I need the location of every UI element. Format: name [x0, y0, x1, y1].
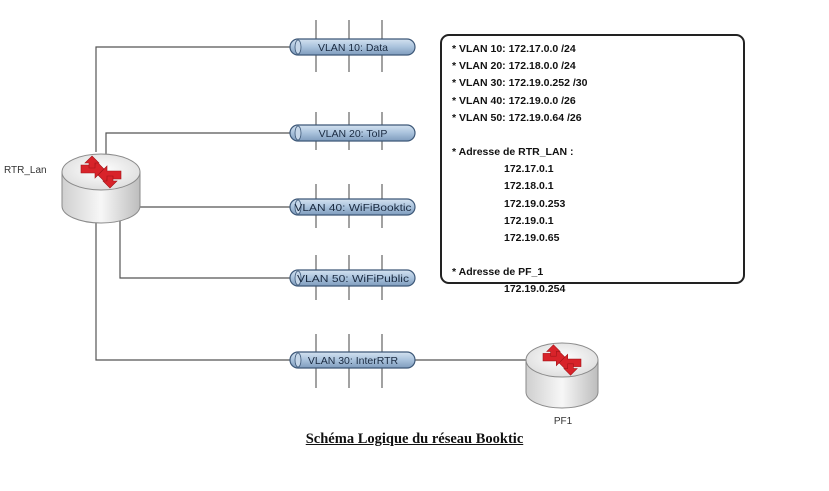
rtr-address: 172.19.0.65: [504, 232, 560, 245]
vlan-bus-20: VLAN 20: ToIP: [289, 124, 416, 142]
subnet-line: * VLAN 50: 172.19.0.64 /26: [452, 111, 582, 124]
rtr-address: 172.18.0.1: [504, 180, 554, 193]
rtr-address: 172.19.0.1: [504, 214, 554, 227]
link-vlan50: [119, 215, 290, 279]
pf-address-header: * Adresse de PF_1: [452, 266, 544, 279]
rtr-address-header: * Adresse de RTR_LAN :: [452, 146, 574, 159]
vlan-bus-40: VLAN 40: WiFiBooktic: [289, 198, 416, 216]
addressing-info-box: * VLAN 10: 172.17.0.0 /24 * VLAN 20: 172…: [440, 34, 745, 295]
vlan-bus-50: VLAN 50: WiFiPublic: [289, 269, 416, 287]
diagram-title: Schéma Logique du réseau Booktic: [305, 431, 524, 447]
subnet-line: * VLAN 40: 172.19.0.0 /26: [452, 94, 576, 107]
vlan-bus-10: VLAN 10: Data: [289, 38, 416, 56]
vlan-label: VLAN 10: Data: [318, 42, 388, 54]
router-pf1: PF1: [525, 342, 599, 427]
router-label-rtr-lan: RTR_Lan: [4, 165, 47, 176]
link-vlan30: [95, 222, 290, 361]
link-vlan10: [95, 46, 290, 152]
subnet-line: * VLAN 20: 172.18.0.0 /24: [452, 60, 576, 73]
vlan-label: VLAN 50: WiFiPublic: [297, 273, 409, 285]
vlan-label: VLAN 40: WiFiBooktic: [295, 202, 412, 214]
rtr-address: 172.17.0.1: [504, 163, 554, 176]
router-label-pf1: PF1: [554, 416, 573, 427]
pf-address: 172.19.0.254: [504, 283, 566, 296]
link-vlan20: [105, 132, 290, 162]
subnet-line: * VLAN 10: 172.17.0.0 /24: [452, 43, 576, 55]
rtr-address: 172.19.0.253: [504, 197, 566, 210]
vlan-label: VLAN 30: InterRTR: [308, 355, 399, 367]
vlan-bus-30: VLAN 30: InterRTR: [289, 351, 416, 369]
router-rtr-lan: RTR_Lan: [4, 153, 141, 224]
subnet-line: * VLAN 30: 172.19.0.252 /30: [452, 77, 588, 90]
vlan-label: VLAN 20: ToIP: [319, 128, 388, 140]
